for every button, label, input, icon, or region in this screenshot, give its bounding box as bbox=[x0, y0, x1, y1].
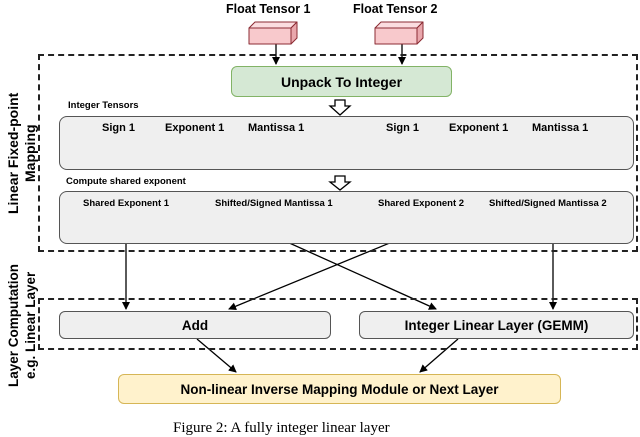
float-tensor-1-label: Float Tensor 1 bbox=[226, 2, 311, 16]
unpack-to-integer-box: Unpack To Integer bbox=[231, 66, 452, 97]
figure-caption: Figure 2: A fully integer linear layer bbox=[173, 420, 390, 436]
arrow-gemm-to-next bbox=[419, 338, 459, 373]
shifted-mantissa-2-label: Shifted/Signed Mantissa 2 bbox=[489, 198, 607, 209]
float-tensor-2-cube-icon bbox=[374, 21, 424, 45]
gemm-label: Integer Linear Layer (GEMM) bbox=[404, 317, 589, 333]
exponent-1-label: Exponent 1 bbox=[165, 122, 225, 134]
float-tensor-2-label: Float Tensor 2 bbox=[353, 2, 438, 16]
float-tensor-1-cube-icon bbox=[248, 21, 298, 45]
shared-exponent-1-label: Shared Exponent 1 bbox=[83, 198, 170, 209]
hollow-arrow-down-icon bbox=[328, 99, 352, 116]
gemm-box: Integer Linear Layer (GEMM) bbox=[359, 311, 634, 339]
mantissa-1-label: Mantissa 1 bbox=[248, 122, 305, 134]
shared-exponent-caption: Compute shared exponent bbox=[66, 176, 186, 187]
arrow-shexp2-to-add bbox=[228, 232, 415, 311]
sign-1-label: Sign 1 bbox=[102, 122, 136, 134]
shifted-mantissa-1-label: Shifted/Signed Mantissa 1 bbox=[215, 198, 333, 209]
linear-fixed-point-mapping-section bbox=[38, 54, 638, 252]
integer-tensors-panel bbox=[59, 116, 634, 170]
hollow-arrow-down-icon bbox=[328, 175, 352, 191]
arrow-add-to-next bbox=[196, 338, 237, 373]
next-layer-box: Non-linear Inverse Mapping Module or Nex… bbox=[118, 374, 561, 404]
shared-exponent-panel bbox=[59, 191, 634, 244]
arrow-mant1-to-gemm bbox=[275, 236, 437, 310]
add-label: Add bbox=[181, 317, 209, 333]
layer-computation-section bbox=[38, 298, 638, 350]
unpack-label: Unpack To Integer bbox=[280, 73, 403, 90]
integer-tensors-caption: Integer Tensors bbox=[68, 100, 139, 111]
sign-2-label: Sign 1 bbox=[386, 122, 420, 134]
shared-exponent-2-label: Shared Exponent 2 bbox=[378, 198, 465, 209]
add-box: Add bbox=[59, 311, 331, 339]
next-layer-label: Non-linear Inverse Mapping Module or Nex… bbox=[180, 381, 499, 397]
exponent-2-label: Exponent 1 bbox=[449, 122, 509, 134]
mantissa-2-label: Mantissa 1 bbox=[532, 122, 589, 134]
